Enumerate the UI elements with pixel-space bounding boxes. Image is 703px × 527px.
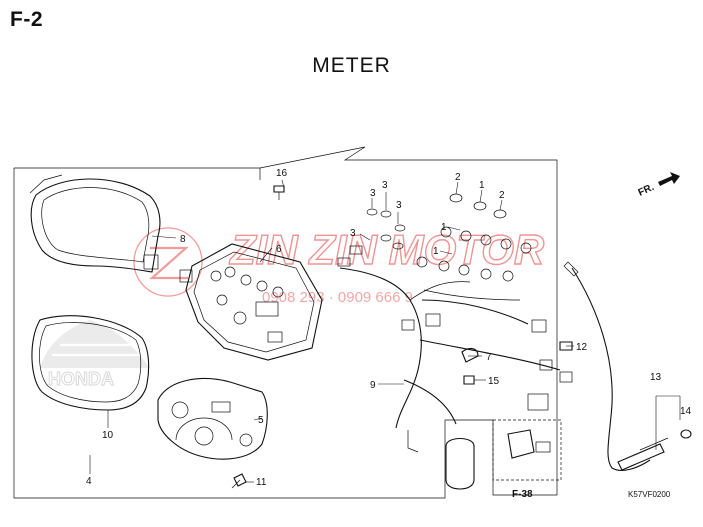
callout-3: 3 (382, 180, 388, 191)
callout-8: 8 (180, 234, 186, 245)
bulbs (416, 193, 532, 282)
emblem-text: HONDA (48, 369, 114, 389)
bolt-12 (559, 341, 573, 351)
callout-5: 5 (258, 415, 264, 426)
meter-case (179, 243, 323, 361)
callout-2: 2 (499, 190, 505, 201)
callout-10: 10 (102, 430, 114, 441)
direction-label: FR. (637, 182, 656, 199)
screw-16 (273, 185, 285, 200)
callout-1: 1 (433, 246, 439, 257)
arrow-forward-icon (658, 172, 680, 186)
meter-visor (29, 174, 161, 273)
callout-6: 6 (276, 244, 282, 255)
screw-11 (231, 473, 247, 489)
callout-9: 9 (370, 380, 376, 391)
leader-lines (89, 179, 681, 483)
meter-lens (31, 315, 150, 411)
harness-clip-7 (461, 347, 479, 363)
callout-14: 14 (680, 406, 692, 417)
bulb-sockets (337, 208, 406, 267)
callout-4: 4 (86, 476, 92, 487)
callout-3: 3 (396, 200, 402, 211)
callout-numbers: 3 3 3 3 2 1 2 1 1 16 8 6 5 10 4 11 9 7 1… (86, 168, 692, 488)
assembly-outline (13, 146, 558, 499)
o-ring-14 (680, 429, 692, 439)
callout-1: 1 (441, 222, 447, 233)
callout-3: 3 (370, 188, 376, 199)
callout-11: 11 (256, 477, 267, 488)
wire-harness (339, 267, 573, 490)
drawing-code: K57VF0200 (628, 490, 671, 499)
callout-2: 2 (455, 172, 461, 183)
callout-7: 7 (486, 352, 492, 363)
callout-16: 16 (276, 168, 288, 179)
f38-inset (492, 419, 562, 481)
meter-gauge (157, 378, 268, 460)
watermark-logo-icon (133, 227, 203, 297)
watermark-brand: ZIN ZIN MOTOR (229, 226, 545, 273)
speedometer-cable (563, 261, 669, 471)
honda-emblem: HONDA (40, 320, 150, 389)
direction-marker: FR. (637, 172, 680, 199)
callout-13: 13 (650, 372, 662, 383)
watermark: ZIN ZIN MOTOR 0908 293 · 0909 666 9 (133, 225, 546, 306)
callout-12: 12 (576, 342, 588, 353)
page-title: METER (312, 54, 391, 77)
watermark-phone: 0908 293 · 0909 666 9 (262, 289, 413, 306)
callout-3: 3 (350, 228, 356, 239)
callout-15: 15 (488, 376, 500, 387)
cross-reference: F-38 (512, 489, 533, 500)
callout-1: 1 (479, 180, 485, 191)
page-code: F-2 (10, 8, 43, 31)
screw-15 (463, 375, 475, 385)
